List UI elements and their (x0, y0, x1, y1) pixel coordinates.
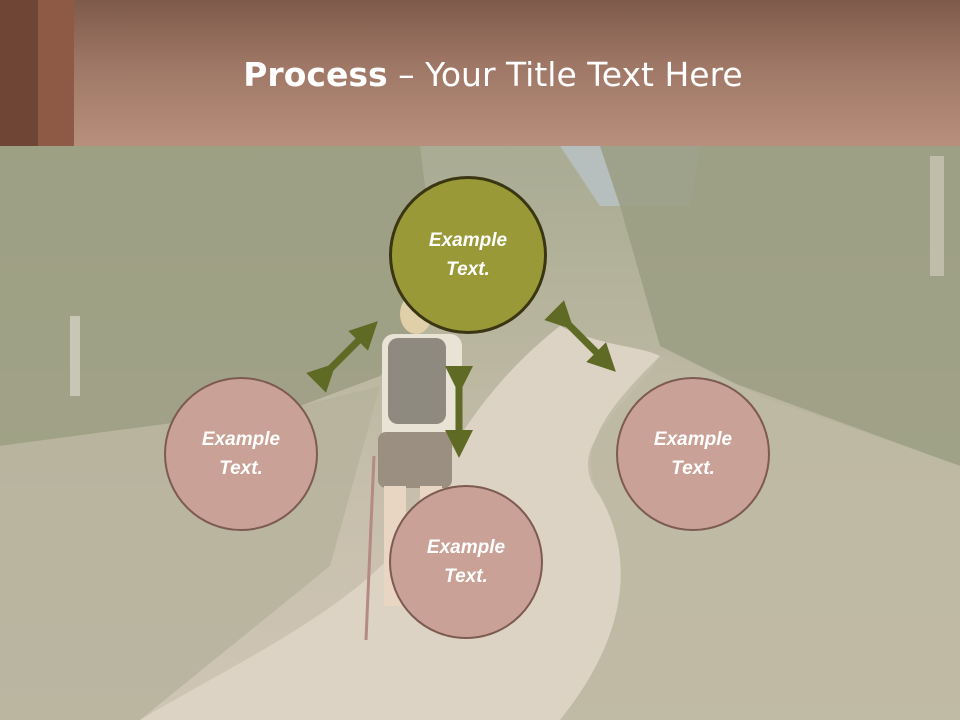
node-text-line: Example (201, 429, 281, 450)
node-text: Example Text. (427, 533, 505, 591)
slide-title[interactable]: Process – Your Title Text Here (0, 54, 960, 96)
process-node-bottom[interactable]: Example Text. (389, 485, 543, 639)
node-text-line: Example (653, 429, 733, 450)
node-text-line: Text. (219, 458, 263, 479)
node-text: Example Text. (202, 425, 280, 483)
node-text-line: Example (428, 230, 508, 251)
double-arrow-right (544, 300, 616, 372)
node-text-line: Text. (671, 458, 715, 479)
double-arrow-left (306, 321, 378, 393)
process-node-top[interactable]: Example Text. (389, 176, 547, 334)
header-band: Process – Your Title Text Here (0, 0, 960, 146)
node-text-line: Example (426, 537, 506, 558)
header-accent-stripe (0, 0, 38, 146)
node-text-line: Text. (444, 566, 488, 587)
title-bold: Process (243, 55, 388, 94)
node-text: Example Text. (429, 226, 507, 284)
node-text-line: Text. (446, 259, 490, 280)
node-text: Example Text. (654, 425, 732, 483)
title-rest: – Your Title Text Here (387, 55, 743, 94)
process-node-right[interactable]: Example Text. (616, 377, 770, 531)
process-node-left[interactable]: Example Text. (164, 377, 318, 531)
header-accent-stripe (38, 0, 74, 146)
